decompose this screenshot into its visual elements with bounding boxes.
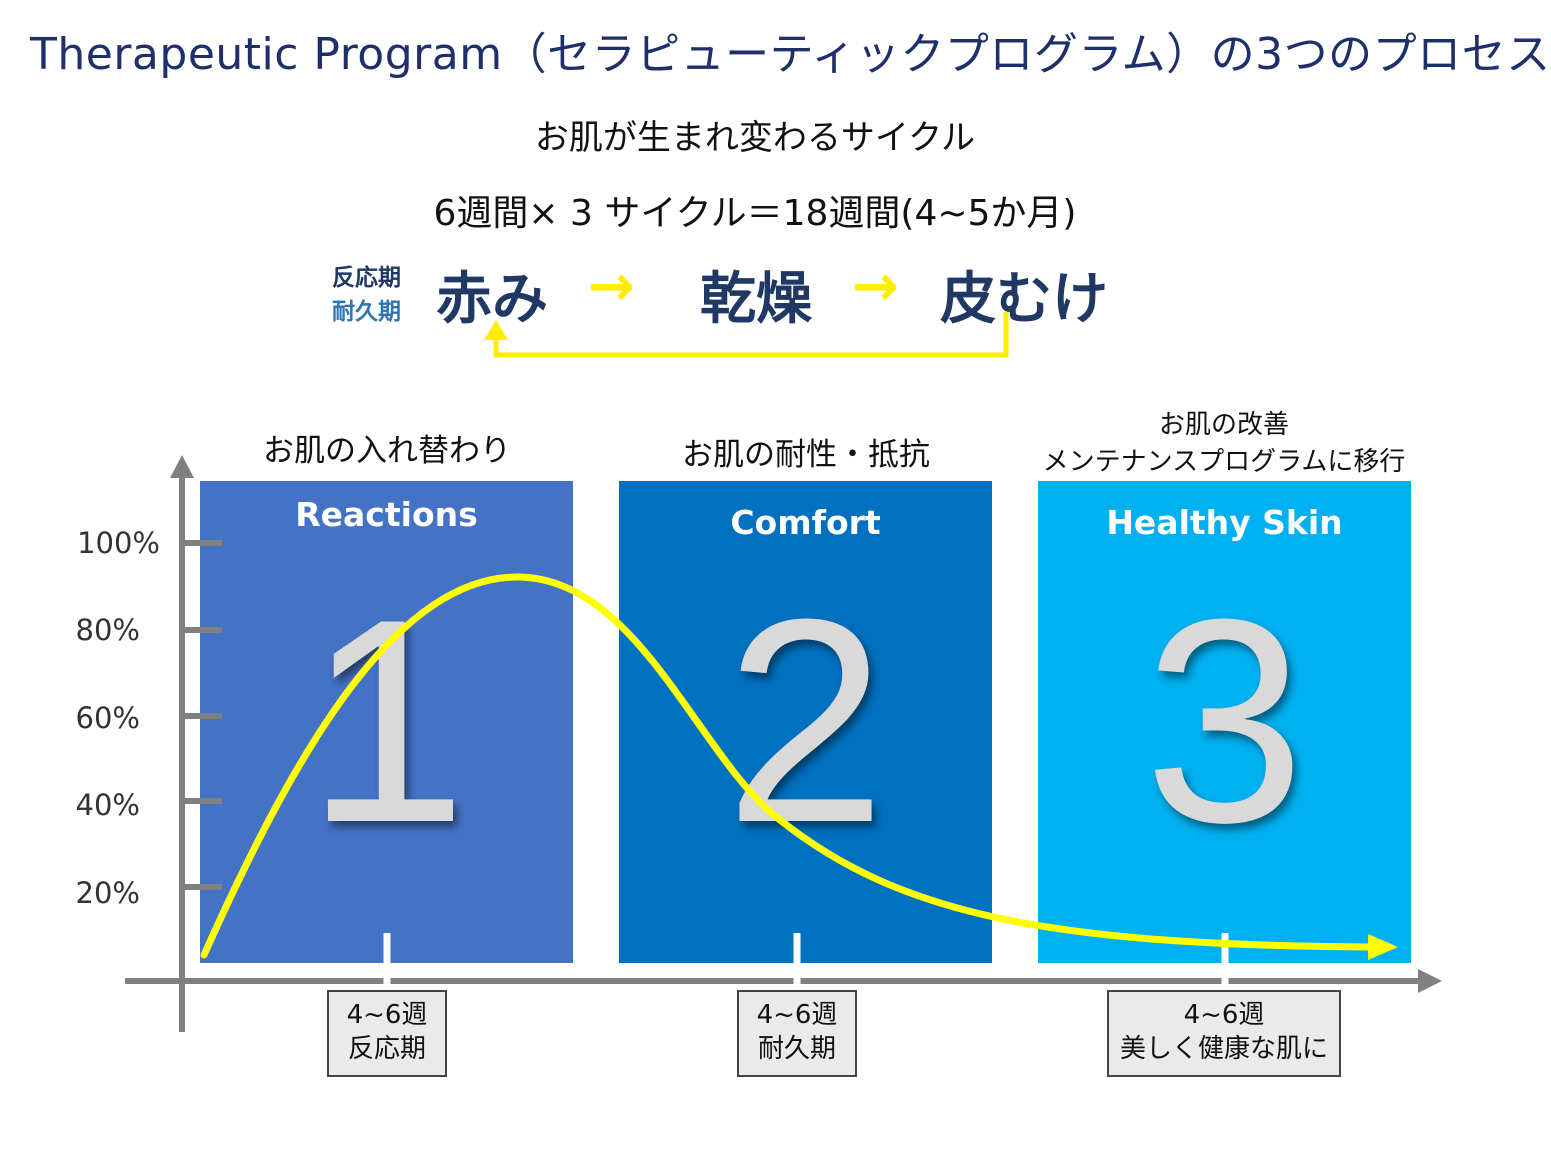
- phase-3-title: Healthy Skin: [1106, 503, 1343, 542]
- phase-2-title: Comfort: [730, 503, 881, 542]
- phase-1-title: Reactions: [295, 495, 478, 534]
- phase-1-panel: Reactions 1: [200, 481, 573, 963]
- phase-3-number: 3: [1143, 559, 1306, 883]
- x-axis-arrowhead: [1418, 969, 1442, 993]
- phase-1-note: 反応期: [347, 1034, 426, 1064]
- cycle-return-arrow: [484, 312, 1009, 358]
- cycle-subtitle: お肌が生まれ変わるサイクル: [534, 118, 976, 158]
- phase-3-note: 美しく健康な肌に: [1119, 1034, 1328, 1064]
- phase-2-panel: Comfort 2: [619, 481, 992, 963]
- y-axis-arrowhead: [170, 455, 194, 478]
- cycle-step-peeling: 皮むけ: [940, 267, 1108, 332]
- cycle-label-endurance: 耐久期: [332, 299, 401, 325]
- phase-1-duration-box: 4~6週 反応期: [327, 990, 447, 1077]
- y-tick-80: 80%: [75, 613, 140, 647]
- y-tick-40: 40%: [75, 788, 140, 822]
- cycle-step-dryness: 乾燥: [700, 267, 812, 332]
- cycle-label-reaction: 反応期: [332, 265, 401, 291]
- y-tick-60: 60%: [75, 701, 140, 735]
- y-tick-20: 20%: [75, 876, 140, 910]
- cycle-arrow-2: →: [852, 254, 899, 319]
- phase-2-duration-box: 4~6週 耐久期: [737, 990, 857, 1077]
- phase-2-heading: お肌の耐性・抵抗: [682, 437, 930, 473]
- progress-curve-arrowhead: [1368, 934, 1398, 960]
- phase-3-duration-box: 4~6週 美しく健康な肌に: [1107, 990, 1341, 1077]
- phase-1-heading: お肌の入れ替わり: [263, 433, 511, 469]
- phase-3-panel: Healthy Skin 3: [1038, 481, 1411, 963]
- phase-1-number: 1: [305, 559, 468, 883]
- cycle-formula: 6週間× 3 サイクル＝18週間(4~5か月): [433, 193, 1077, 234]
- phase-2-number: 2: [724, 559, 887, 883]
- cycle-step-redness: 赤み: [436, 267, 548, 332]
- page-title: Therapeutic Program（セラピューティックプログラム）の3つのプ…: [30, 29, 1551, 80]
- phase-2-duration: 4~6週: [756, 1000, 838, 1030]
- y-tick-100: 100%: [77, 526, 160, 560]
- phase-3-heading-line-2: メンテナンスプログラムに移行: [1042, 447, 1406, 477]
- cycle-arrow-1: →: [588, 254, 635, 319]
- phase-3-duration: 4~6週: [1183, 1000, 1265, 1030]
- phase-1-duration: 4~6週: [346, 1000, 428, 1030]
- phase-2-note: 耐久期: [757, 1034, 836, 1064]
- progress-curve: [200, 573, 1374, 959]
- phase-3-heading-line-1: お肌の改善: [1158, 410, 1289, 440]
